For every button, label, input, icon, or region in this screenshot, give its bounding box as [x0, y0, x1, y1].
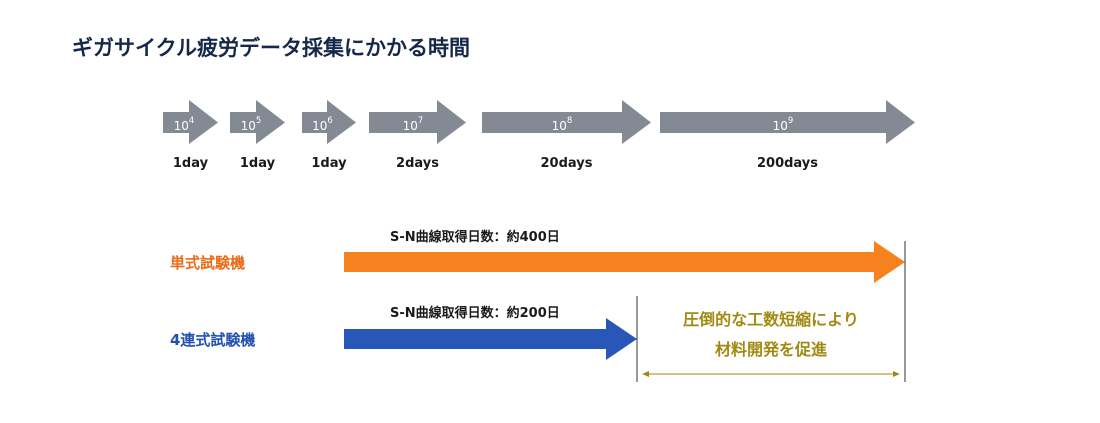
benefit-text-line1: 圧倒的な工数短縮により [683, 310, 859, 329]
cycle-item: 104 1day [163, 100, 218, 171]
cycle-count-exponent: 8 [567, 116, 572, 126]
cycle-item: 105 1day [230, 100, 285, 171]
benefit-text-line2: 材料開発を促進 [715, 340, 827, 359]
cycle-duration-label: 1day [311, 156, 347, 171]
single-sn-days-label: S-N曲線取得日数：約400日 [390, 229, 560, 245]
cycle-duration-label: 1day [173, 156, 209, 171]
cycle-count-base: 10 [552, 119, 567, 133]
single-machine-label: 単式試験機 [170, 254, 245, 272]
cycle-duration-label: 2days [396, 156, 439, 171]
cycle-count-base: 10 [174, 119, 189, 133]
cycle-count-exponent: 6 [327, 116, 332, 126]
cycle-arrow [230, 100, 285, 144]
page-title: ギガサイクル疲労データ採集にかかる時間 [72, 36, 470, 60]
multi-machine-arrow [344, 318, 637, 360]
cycle-count-label: 105 [241, 116, 262, 133]
cycle-count-base: 10 [403, 119, 418, 133]
cycle-count-label: 107 [403, 116, 424, 133]
cycle-count-exponent: 7 [418, 116, 423, 126]
cycle-duration-label: 20days [541, 156, 593, 171]
cycle-count-label: 108 [552, 116, 573, 133]
cycle-item: 106 1day [302, 100, 356, 171]
cycle-item: 108 20days [482, 100, 651, 171]
single-machine-arrow [344, 241, 905, 283]
cycle-duration-label: 1day [240, 156, 276, 171]
cycle-arrow [302, 100, 356, 144]
cycle-count-label: 106 [312, 116, 333, 133]
cycle-timeline: 1041day1051day1061day1072days10820days10… [163, 100, 915, 171]
cycle-arrow [482, 100, 651, 144]
cycle-arrow [369, 100, 466, 144]
cycle-count-base: 10 [773, 119, 788, 133]
multi-sn-days-label: S-N曲線取得日数：約200日 [390, 305, 560, 321]
reduction-span-arrow [642, 371, 900, 377]
cycle-count-base: 10 [241, 119, 256, 133]
cycle-count-exponent: 9 [788, 116, 793, 126]
multi-machine-label: 4連式試験機 [170, 331, 255, 349]
cycle-arrow [660, 100, 915, 144]
cycle-item: 107 2days [369, 100, 466, 171]
cycle-count-label: 104 [174, 116, 195, 133]
cycle-item: 109 200days [660, 100, 915, 171]
cycle-count-exponent: 4 [189, 116, 194, 126]
cycle-duration-label: 200days [757, 156, 818, 171]
cycle-count-exponent: 5 [256, 116, 261, 126]
cycle-count-label: 109 [773, 116, 794, 133]
cycle-count-base: 10 [312, 119, 327, 133]
cycle-arrow [163, 100, 218, 144]
